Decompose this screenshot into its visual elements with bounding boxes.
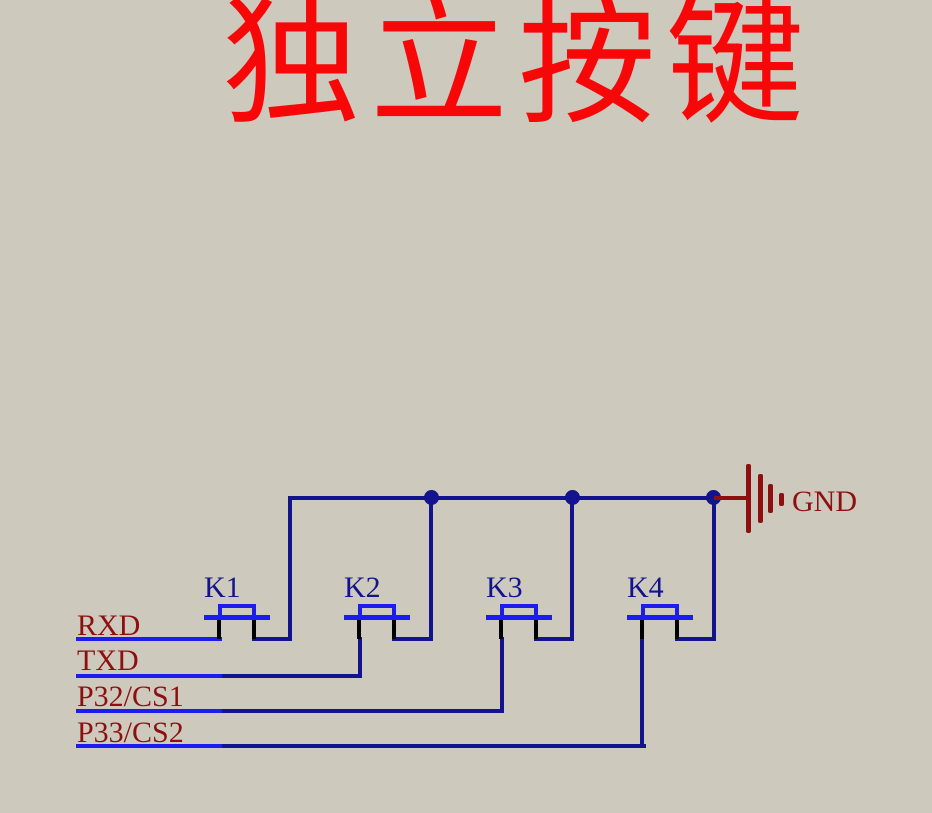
junction-dot [565, 490, 580, 505]
pushbutton-contact-bar [486, 615, 552, 620]
net-label-p32[interactable]: P32/CS1 [77, 680, 184, 713]
pushbutton-k4[interactable]: K4 [627, 570, 693, 660]
wire-k2-to-bus[interactable] [392, 637, 433, 641]
button-ref-label: K2 [344, 571, 381, 604]
net-wire-txd-riser[interactable] [358, 637, 362, 678]
button-ref-label: K1 [204, 571, 241, 604]
ground-bar-icon [779, 493, 784, 506]
gnd-bus-drop-k3[interactable] [570, 500, 574, 641]
pushbutton-k3[interactable]: K3 [486, 570, 552, 660]
schematic-title: 独立按键 [222, 0, 815, 141]
net-terminal-rxd[interactable] [76, 637, 222, 641]
net-wire-txd[interactable] [222, 674, 362, 678]
ground-label: GND [792, 485, 857, 518]
ground-lead-wire[interactable] [714, 496, 747, 500]
gnd-bus-wire[interactable] [288, 496, 714, 500]
pushbutton-pin-right [252, 620, 256, 639]
pushbutton-cap-icon [218, 604, 256, 616]
pushbutton-k2[interactable]: K2 [344, 570, 410, 660]
gnd-bus-drop-k2[interactable] [429, 500, 433, 641]
net-label-p33[interactable]: P33/CS2 [77, 716, 184, 749]
net-label-rxd[interactable]: RXD [77, 609, 141, 642]
pushbutton-pin-right [675, 620, 679, 639]
ground-bar-icon [746, 464, 751, 533]
pushbutton-contact-bar [627, 615, 693, 620]
pushbutton-pin-right [534, 620, 538, 639]
wire-k4-to-bus[interactable] [675, 637, 716, 641]
ground-bar-icon [768, 484, 773, 513]
gnd-bus-drop-k1[interactable] [288, 496, 292, 641]
wire-k1-to-bus[interactable] [252, 637, 292, 641]
net-wire-p33-riser[interactable] [640, 637, 644, 748]
net-wire-p32[interactable] [222, 709, 504, 713]
pushbutton-pin-left [640, 620, 644, 639]
ground-bar-icon [758, 474, 763, 523]
net-terminal-p33[interactable] [76, 744, 222, 748]
pushbutton-pin-left [217, 620, 221, 639]
net-wire-p32-riser[interactable] [500, 637, 504, 713]
net-terminal-p32[interactable] [76, 709, 222, 713]
pushbutton-contact-bar [344, 615, 410, 620]
pushbutton-contact-bar [204, 615, 270, 620]
net-terminal-txd[interactable] [76, 674, 222, 678]
button-ref-label: K4 [627, 571, 664, 604]
gnd-bus-drop-k4[interactable] [712, 500, 716, 641]
pushbutton-pin-left [357, 620, 361, 639]
junction-dot [424, 490, 439, 505]
pushbutton-pin-left [499, 620, 503, 639]
junction-dot [706, 490, 721, 505]
net-label-txd[interactable]: TXD [77, 644, 139, 677]
wire-k3-to-bus[interactable] [534, 637, 574, 641]
pushbutton-cap-icon [500, 604, 538, 616]
pushbutton-pin-right [392, 620, 396, 639]
pushbutton-cap-icon [358, 604, 396, 616]
pushbutton-cap-icon [641, 604, 679, 616]
button-ref-label: K3 [486, 571, 523, 604]
net-wire-p33[interactable] [222, 744, 646, 748]
pushbutton-k1[interactable]: K1 [204, 570, 270, 660]
